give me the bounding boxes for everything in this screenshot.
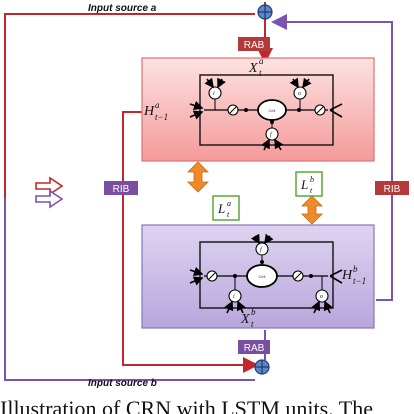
rib-left-label: RIB [113, 184, 130, 195]
lstm-internals-b: Cell i o f [189, 233, 343, 314]
svg-text:f: f [270, 131, 273, 138]
input-b-line [4, 198, 255, 381]
input-arrows [35, 176, 64, 209]
rib-right-label: RIB [384, 184, 401, 195]
svg-text:Cell: Cell [269, 108, 276, 113]
lstm-internals-a: Cell i o f [189, 77, 343, 151]
rab-bottom-label: RAB [244, 343, 265, 354]
svg-text:o: o [320, 294, 323, 300]
svg-text:a: a [155, 100, 160, 110]
svg-text:t: t [227, 210, 230, 219]
svg-text:X: X [240, 312, 250, 327]
svg-text:Cell: Cell [259, 274, 266, 279]
feedback-b-to-a [271, 14, 393, 301]
rab-top-label: RAB [244, 40, 265, 51]
svg-text:b: b [310, 175, 314, 184]
feedback-a-to-b [122, 111, 259, 373]
x-b-label: X b t [240, 307, 256, 329]
svg-text:a: a [259, 56, 264, 66]
l-b-box: L b t [295, 171, 323, 197]
svg-text:L: L [300, 177, 308, 192]
svg-text:f: f [260, 246, 263, 253]
figure-caption: Illustration of CRN with LSTM units. The [0, 396, 373, 414]
gate-i-a [208, 86, 222, 100]
svg-text:a: a [227, 199, 231, 208]
l-a-box: L a t [212, 195, 240, 221]
svg-text:t: t [251, 319, 254, 329]
input-source-a-label: Input source a [88, 3, 157, 14]
h-b-label: H b t−1 [341, 264, 366, 286]
svg-text:t−1: t−1 [155, 112, 168, 122]
gate-i-b [228, 289, 242, 303]
rib-block-left: RIB [104, 181, 138, 195]
orange-arrow-right [301, 195, 323, 225]
svg-text:i: i [213, 91, 215, 97]
orange-arrow-left [187, 161, 209, 193]
svg-text:H: H [143, 104, 155, 119]
sum-node-bottom [254, 359, 270, 375]
rab-block-bottom: RAB [238, 340, 270, 354]
svg-text:t: t [310, 186, 313, 195]
gate-f-a [265, 127, 279, 141]
h-a-label: H a t−1 [143, 100, 168, 122]
sum-node-top [257, 4, 273, 20]
input-source-b-label: Input source b [88, 378, 157, 389]
svg-text:t−1: t−1 [353, 276, 366, 286]
svg-text:H: H [341, 268, 353, 283]
svg-text:o: o [298, 91, 301, 97]
svg-text:i: i [233, 294, 235, 300]
svg-text:L: L [217, 201, 225, 216]
gate-f-b [255, 242, 269, 256]
svg-text:X: X [248, 61, 258, 76]
svg-text:b: b [353, 264, 358, 274]
svg-text:t: t [259, 68, 262, 78]
svg-text:b: b [251, 307, 256, 317]
x-a-label: X a t [248, 56, 264, 78]
rib-block-right: RIB [375, 181, 409, 195]
rab-block-top: RAB [238, 37, 270, 51]
